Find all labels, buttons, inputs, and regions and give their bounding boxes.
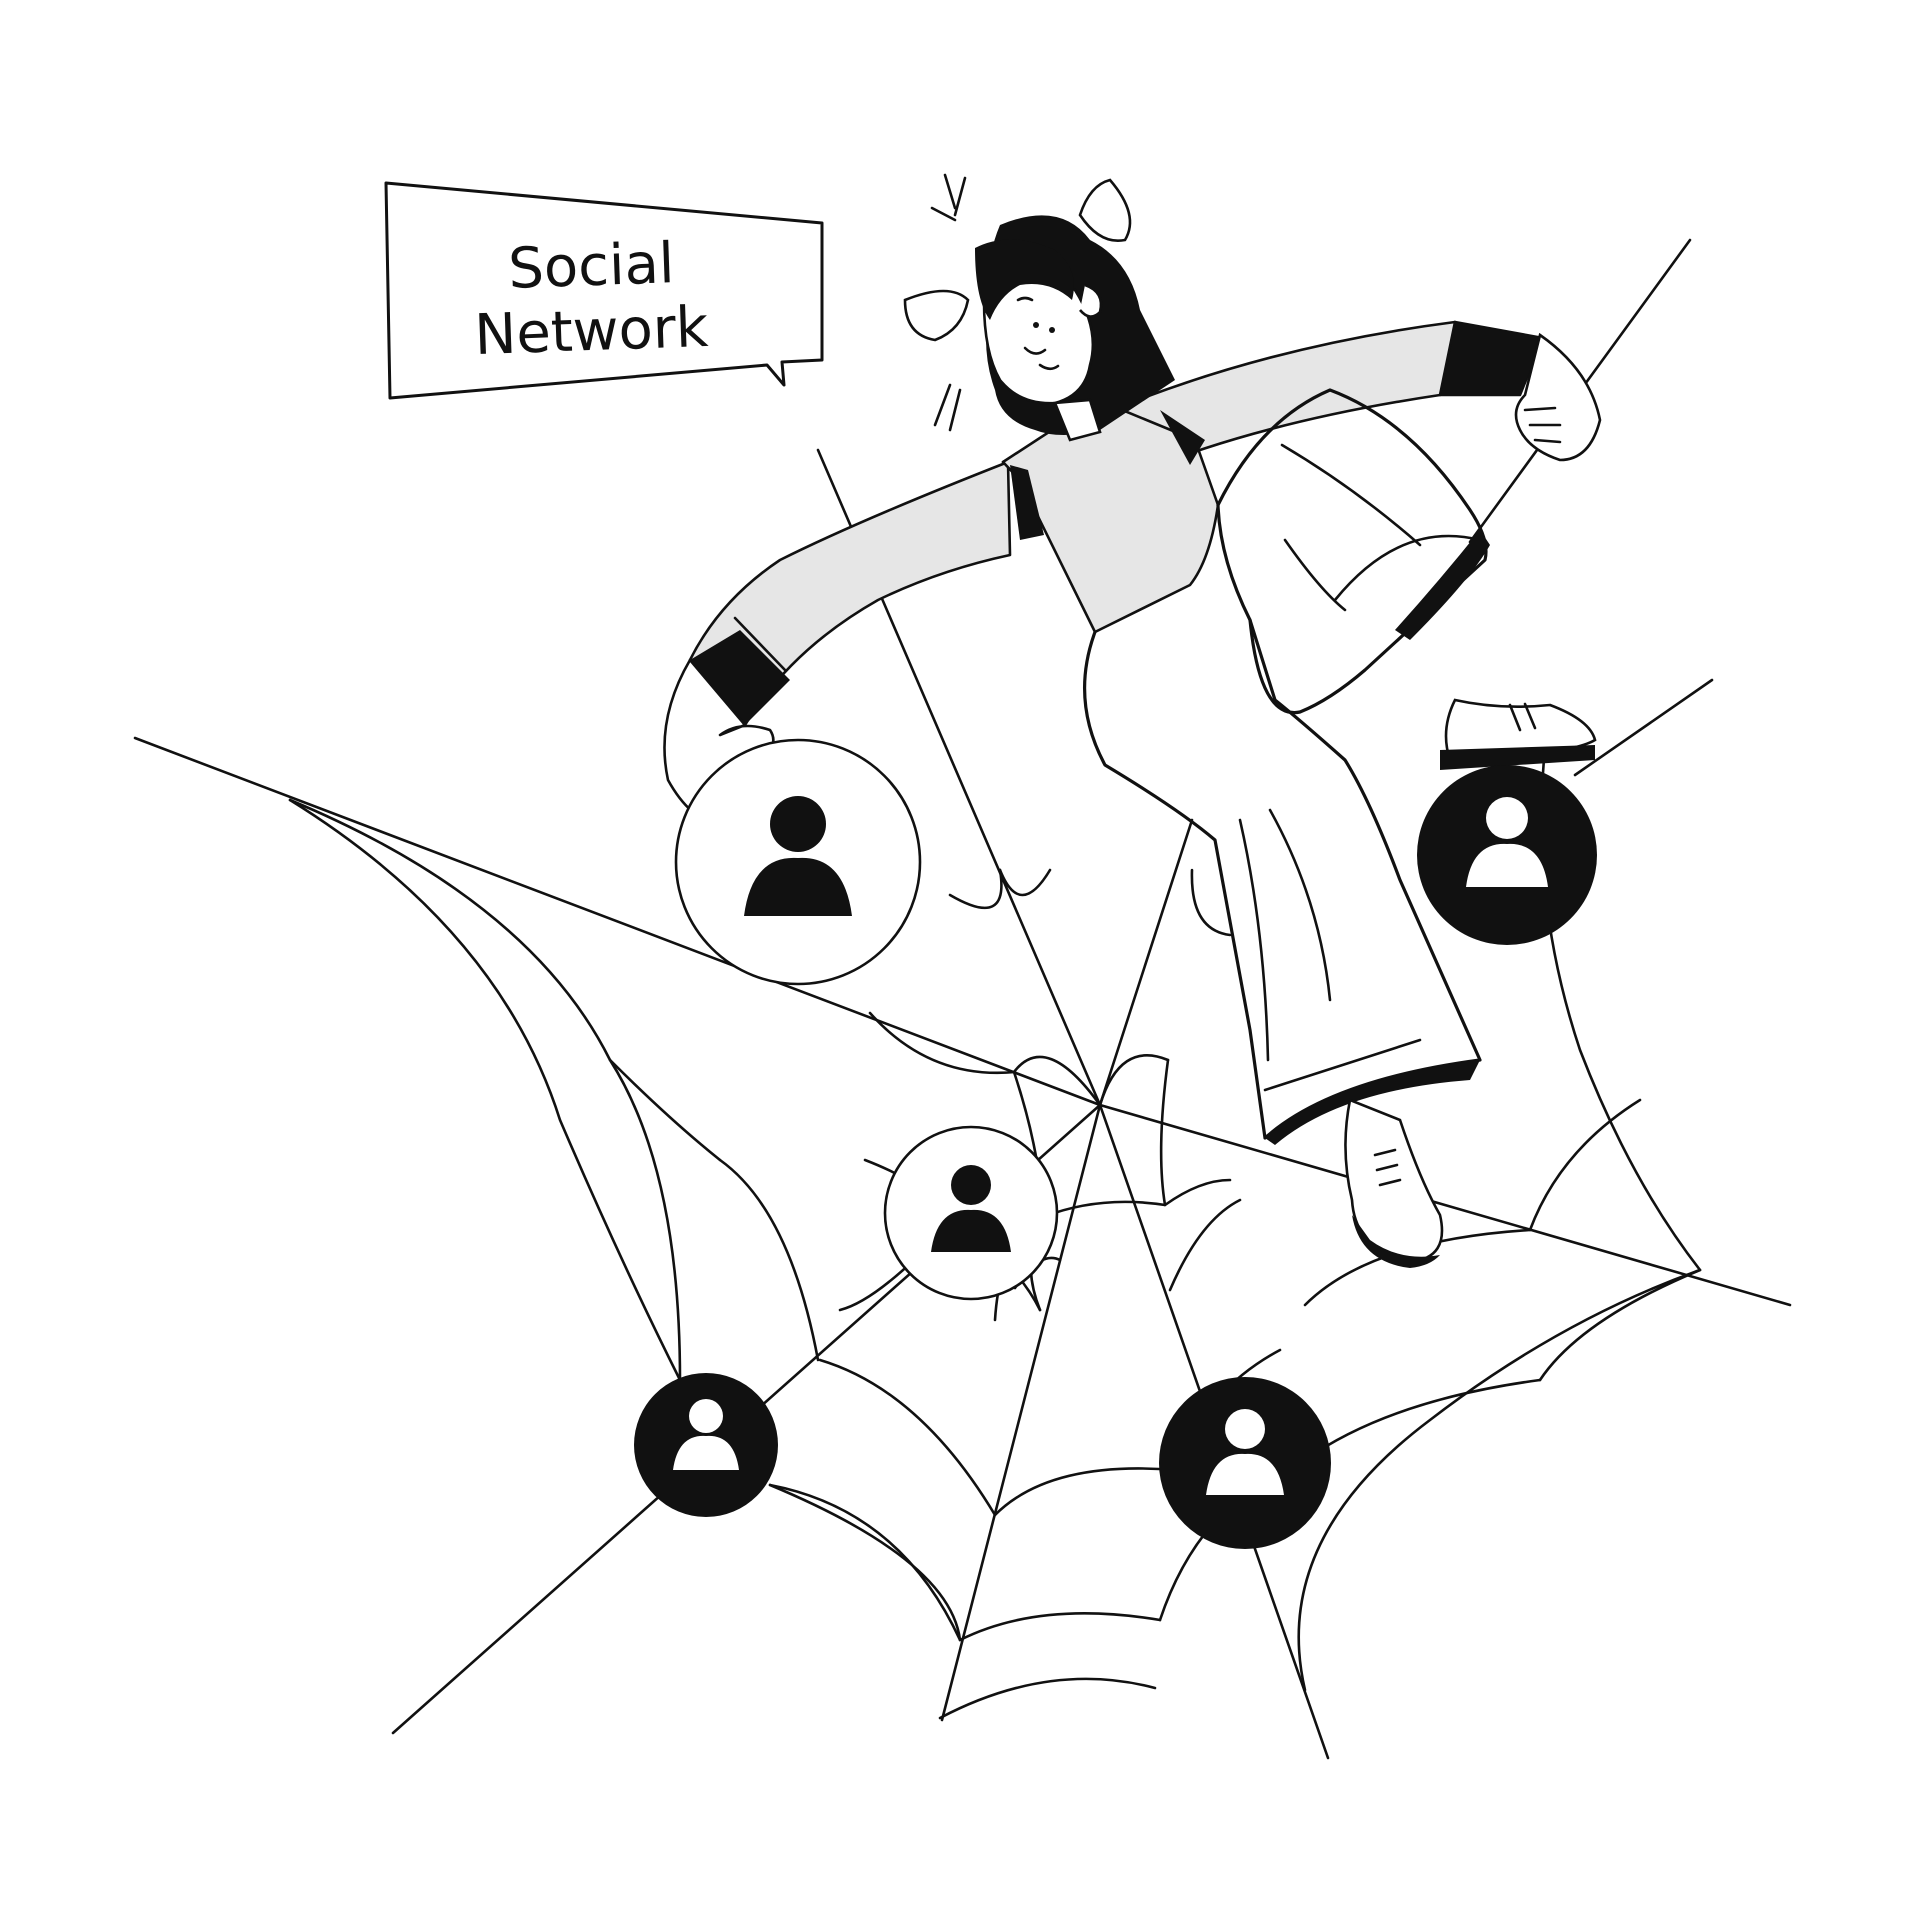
user-icon — [673, 1399, 739, 1470]
hand-right — [1514, 332, 1602, 462]
user-icon — [744, 796, 852, 916]
web-spiral-threads — [288, 746, 1702, 1720]
user-node-filled-bottom-center — [1159, 1377, 1331, 1549]
shoe-bottom — [1344, 1098, 1444, 1268]
woman-figure — [663, 173, 1602, 1268]
speech-bubble: Social Network — [384, 181, 824, 400]
head — [903, 173, 1175, 435]
speech-bubble-line1: Social — [507, 231, 675, 302]
user-icon — [1466, 797, 1548, 887]
arm-left — [688, 460, 1012, 727]
user-node-filled-top-right — [1417, 765, 1597, 945]
collar — [1053, 398, 1102, 442]
legs-pants — [1082, 388, 1490, 1145]
speech-bubble-line2: Network — [473, 295, 710, 368]
spider-web — [133, 238, 1792, 1760]
user-node-outline-large — [674, 738, 922, 986]
shoe-top — [1440, 698, 1597, 770]
user-node-filled-bottom-left — [634, 1373, 778, 1517]
user-icon — [1206, 1409, 1284, 1495]
user-icon — [931, 1165, 1011, 1252]
user-node-outline-medium — [883, 1125, 1059, 1301]
web-radial-threads — [133, 238, 1792, 1760]
torso-sweater — [1001, 398, 1220, 634]
